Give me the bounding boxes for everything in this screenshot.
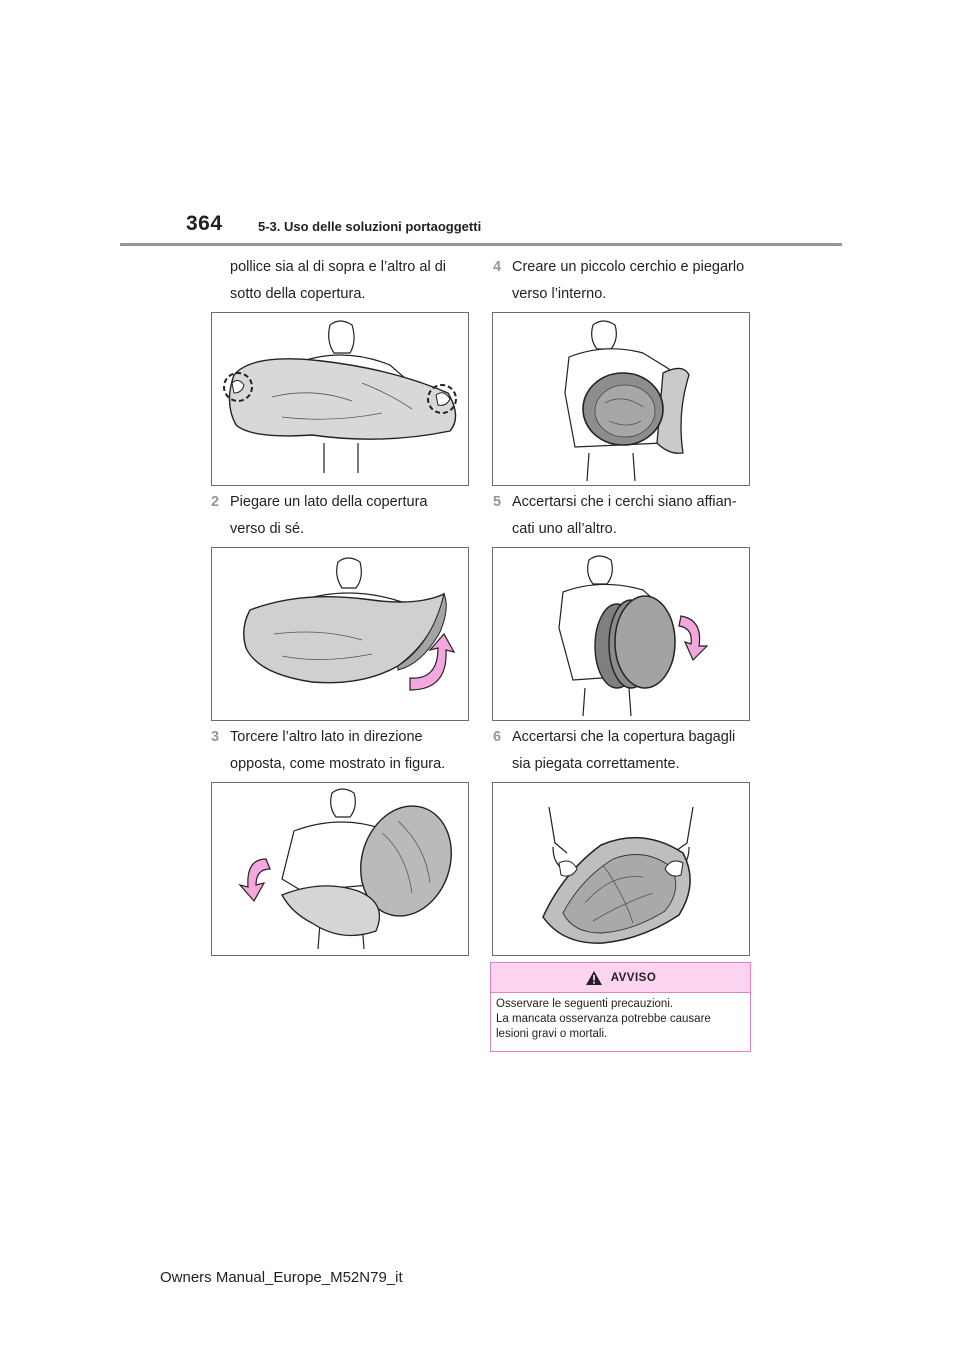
warning-line-1: Osservare le seguenti precauzioni.	[496, 998, 674, 1010]
step-text-line-1: Creare un piccolo cerchio e piegarlo	[512, 259, 745, 275]
intro-line-2: sotto della copertura.	[230, 286, 366, 302]
step-text-line-2: opposta, come mostrato in figura.	[230, 756, 446, 772]
intro-line-1: pollice sia al di sopra e l’altro al di	[230, 259, 446, 275]
intro-text: pollice sia al di sopra e l’altro al di …	[208, 256, 470, 306]
step-number: 2	[211, 494, 220, 510]
figure-step-1	[211, 312, 469, 486]
step-6: 6 Accertarsi che la copertura bagagli si…	[490, 726, 782, 776]
figure-step-5	[492, 547, 750, 721]
step-5: 5 Accertarsi che i cerchi siano affian- …	[490, 491, 782, 541]
figure-step-2	[211, 547, 469, 721]
step-text-line-2: verso l’interno.	[512, 286, 607, 302]
header-divider	[120, 243, 842, 246]
page-number: 364	[186, 212, 223, 235]
footer-manual-id: Owners Manual_Europe_M52N79_it	[160, 1269, 403, 1286]
warning-title: AVVISO	[610, 971, 657, 984]
step-text-line-1: Torcere l’altro lato in direzione	[230, 729, 423, 745]
step-number: 4	[493, 259, 502, 275]
figure-step-6	[492, 782, 750, 956]
step-4: 4 Creare un piccolo cerchio e piegarlo v…	[490, 256, 782, 306]
illustration-twist-cover	[238, 788, 452, 950]
step-number: 5	[493, 494, 502, 510]
step-text-line-2: cati uno all’altro.	[512, 521, 617, 537]
warning-header: AVVISO	[491, 963, 750, 993]
figure-step-3	[211, 782, 469, 956]
warning-box: AVVISO Osservare le seguenti precauzioni…	[490, 962, 751, 1052]
step-number: 3	[211, 729, 220, 745]
step-number: 6	[493, 729, 502, 745]
illustration-folded-cover	[542, 806, 694, 944]
warning-line-3: lesioni gravi o mortali.	[496, 1028, 608, 1040]
step-3: 3 Torcere l’altro lato in direzione oppo…	[208, 726, 470, 776]
warning-line-2: La mancata osservanza potrebbe causare	[496, 1013, 711, 1025]
illustration-fold-side	[243, 557, 456, 691]
illustration-small-circle	[564, 320, 690, 482]
figure-step-4	[492, 312, 750, 486]
illustration-hold-cover	[223, 320, 457, 473]
step-text-line-1: Accertarsi che i cerchi siano affian-	[512, 494, 737, 510]
warning-body: Osservare le seguenti precauzioni. La ma…	[491, 993, 750, 1042]
step-text-line-2: verso di sé.	[230, 521, 305, 537]
step-2: 2 Piegare un lato della copertura verso …	[208, 491, 470, 541]
illustration-circles-aligned	[558, 555, 709, 717]
step-text-line-1: Accertarsi che la copertura bagagli	[512, 729, 736, 745]
step-text-line-2: sia piegata correttamente.	[512, 756, 680, 772]
step-text-line-1: Piegare un lato della copertura	[230, 494, 428, 510]
warning-triangle-icon	[585, 970, 602, 985]
section-title: 5-3. Uso delle soluzioni portaoggetti	[258, 219, 482, 234]
